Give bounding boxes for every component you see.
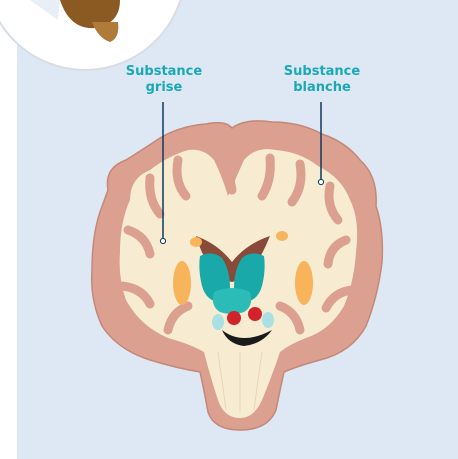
grey-matter-label: Substance grise xyxy=(118,64,210,96)
white-matter-label: Substance blanche xyxy=(276,64,368,96)
claustrum-left xyxy=(190,237,202,247)
thalamus xyxy=(213,288,251,314)
claustrum-right xyxy=(276,231,288,241)
white-matter-label-line2: blanche xyxy=(276,80,368,96)
grey-matter-label-line1: Substance xyxy=(118,64,210,80)
putamen-right xyxy=(295,261,313,305)
subthalamic-left xyxy=(212,314,224,330)
red-nucleus-right xyxy=(248,307,262,321)
red-nucleus-left xyxy=(227,311,241,325)
white-matter-label-line1: Substance xyxy=(276,64,368,80)
subthalamic-right xyxy=(262,312,274,328)
putamen-left xyxy=(173,261,191,305)
grey-matter-label-line2: grise xyxy=(118,80,210,96)
inset-circle xyxy=(0,0,185,70)
